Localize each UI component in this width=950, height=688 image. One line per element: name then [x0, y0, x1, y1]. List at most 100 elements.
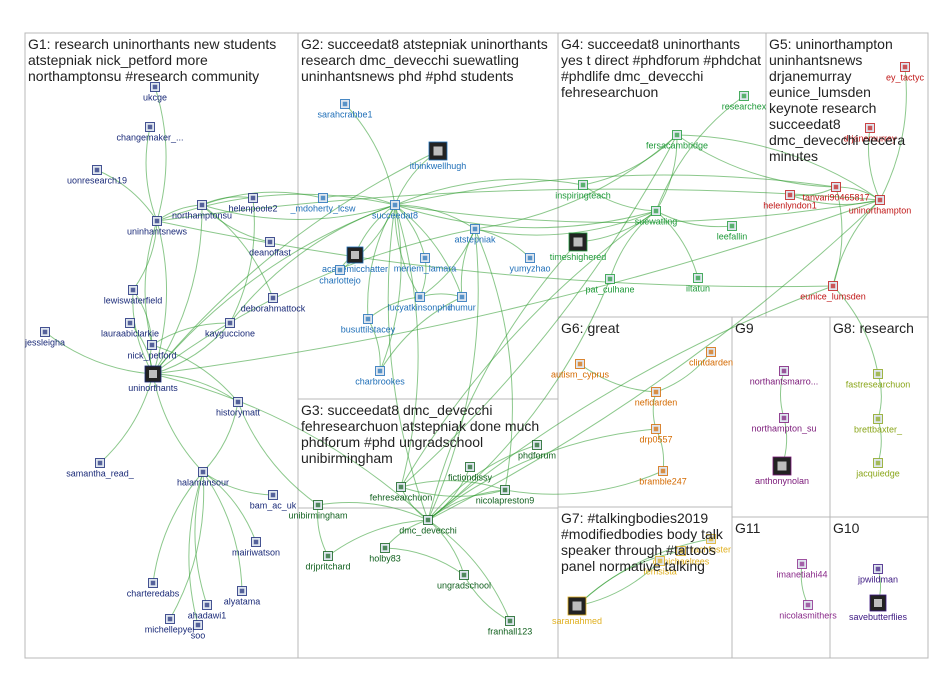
node-n22[interactable]: ahadawi1 — [188, 600, 227, 621]
node-n1[interactable]: ukcge — [143, 82, 167, 103]
node-n43[interactable]: dmc_devecchi — [399, 515, 457, 536]
node-n40[interactable]: fehresearchuon — [370, 482, 433, 503]
node-n77[interactable]: imanetiahi44 — [776, 559, 828, 580]
node-n6[interactable]: helenpoole2 — [228, 193, 278, 214]
node-n69[interactable]: femsista — [643, 556, 677, 577]
avatar-inner-icon — [167, 616, 173, 622]
node-n49[interactable]: fersacambridge — [646, 130, 708, 151]
node-n37[interactable]: charbrookes — [355, 366, 405, 387]
node-n78[interactable]: nicolasmithers — [779, 600, 837, 621]
node-n36[interactable]: busuttilstacey — [341, 314, 396, 335]
node-label: uninorthants — [128, 383, 178, 393]
avatar-inner-icon — [150, 580, 156, 586]
node-n29[interactable]: academicchatter — [322, 246, 388, 274]
node-n31[interactable]: meriem_lamara — [394, 253, 457, 274]
node-n38[interactable]: phdforum — [518, 440, 556, 461]
node-n65[interactable]: drp0557 — [639, 424, 673, 445]
node-n63[interactable]: clintdarden — [689, 347, 733, 368]
avatar-inner-icon — [94, 167, 100, 173]
node-n71[interactable]: northantsmarro... — [750, 366, 819, 387]
node-n50[interactable]: inspiringteach — [555, 180, 611, 201]
node-label: uninorthampton — [849, 206, 912, 216]
node-n34[interactable]: ihumur — [448, 292, 476, 313]
node-n54[interactable]: pat_culhane — [585, 274, 635, 295]
node-n33[interactable]: lucyatkinsonphd — [388, 292, 453, 313]
avatar-inner-icon — [320, 195, 326, 201]
node-n35[interactable]: yumyzhao — [509, 253, 551, 274]
node-label: nicolasmithers — [779, 611, 837, 621]
node-n64[interactable]: nefidarden — [635, 387, 678, 408]
node-n15[interactable]: historymatt — [216, 397, 261, 418]
avatar-inner-icon — [781, 368, 787, 374]
node-n72[interactable]: northampton_su — [751, 413, 817, 434]
node-n24[interactable]: soo — [191, 620, 206, 641]
node-n42[interactable]: unibirmingham — [288, 500, 348, 521]
node-n62[interactable]: autism_cyprus — [551, 359, 610, 380]
node-n48[interactable]: researchex — [722, 91, 767, 112]
node-n51[interactable]: suewatling — [635, 206, 678, 227]
node-n3[interactable]: uonresearch19 — [67, 165, 127, 186]
node-n4[interactable]: uninhantsnews — [127, 216, 188, 237]
node-n18[interactable]: bam_ac_uk — [250, 490, 297, 511]
node-n73[interactable]: anthonynolan — [755, 456, 809, 486]
node-label: ahadawi1 — [188, 611, 227, 621]
node-n13[interactable]: nick_petford — [127, 340, 177, 361]
node-n55[interactable]: iltatun — [686, 273, 710, 294]
node-label: charteredabs — [127, 589, 180, 599]
avatar-inner-icon — [235, 399, 241, 405]
node-n32[interactable]: atstepniak — [454, 224, 496, 245]
node-n28[interactable]: succeedat8 — [372, 200, 418, 221]
node-n58[interactable]: tanvari90465817 — [802, 182, 870, 203]
node-n25[interactable]: sarahcrabbe1 — [317, 99, 373, 120]
node-n21[interactable]: alyatama — [224, 586, 261, 607]
node-n79[interactable]: jpwildman — [857, 564, 898, 585]
node-n19[interactable]: mairiwatson — [232, 537, 280, 558]
node-n16[interactable]: samantha_read_ — [66, 458, 135, 479]
node-n11[interactable]: jessleigha — [24, 327, 65, 348]
node-n67[interactable]: rachfoster — [691, 534, 731, 555]
node-n8[interactable]: lewiswaterfield — [104, 285, 163, 306]
group-title-g11: G11 — [735, 520, 761, 536]
edge-n4-n1 — [154, 86, 167, 222]
node-n66[interactable]: bramble247 — [639, 466, 687, 487]
node-n47[interactable]: franhall123 — [488, 616, 533, 637]
edge-n43-n44 — [327, 519, 429, 557]
node-n75[interactable]: brettbaxter_ — [854, 414, 903, 435]
edge-n14-n15 — [152, 373, 239, 403]
node-n68[interactable]: drmichaelrees — [653, 546, 710, 567]
node-n2[interactable]: changemaker_... — [116, 122, 184, 143]
node-n57[interactable]: drjanemurray — [843, 123, 897, 144]
node-n9[interactable]: deborahmattock — [241, 293, 306, 314]
avatar-inner-icon — [902, 64, 908, 70]
node-n14[interactable]: uninorthants — [128, 365, 178, 393]
node-n41[interactable]: nicolapreston9 — [476, 485, 535, 506]
group-title-g2: G2: succeedat8 atstepniak uninorthants r… — [301, 36, 548, 84]
node-n12[interactable]: kayguccione — [205, 318, 255, 339]
node-n80[interactable]: savebutterflies — [849, 594, 908, 622]
node-n30[interactable]: charlottejo — [319, 265, 361, 286]
edge-n14-n60 — [152, 199, 881, 375]
node-n20[interactable]: charteredabs — [127, 578, 180, 599]
node-n17[interactable]: halamansour — [177, 467, 229, 488]
node-n39[interactable]: fictiondissy — [448, 462, 493, 483]
node-n60[interactable]: uninorthampton — [849, 195, 912, 216]
node-n56[interactable]: ey_tactyc — [886, 62, 925, 83]
node-n27[interactable]: _mdoherty_lcsw — [289, 193, 356, 214]
node-n7[interactable]: deanoffast — [249, 237, 291, 258]
node-n53[interactable]: timeshighered — [550, 232, 607, 262]
node-n74[interactable]: fastresearchuon — [846, 369, 911, 390]
avatar-inner-icon — [781, 415, 787, 421]
node-n44[interactable]: drjpritchard — [305, 551, 351, 572]
node-label: fictiondissy — [448, 473, 493, 483]
node-n52[interactable]: leefallin — [717, 221, 748, 242]
node-n61[interactable]: eunice_lumsden — [800, 281, 866, 302]
node-n26[interactable]: ithinkwellhugh — [410, 141, 467, 171]
node-n10[interactable]: lauraabiclarkie — [101, 318, 159, 339]
node-n46[interactable]: ungradschool — [437, 570, 491, 591]
node-n59[interactable]: helenlyndon1 — [763, 190, 817, 211]
node-n76[interactable]: jacquiedge — [855, 458, 900, 479]
node-n70[interactable]: saranahmed — [552, 596, 602, 626]
node-n5[interactable]: northamptonsu — [172, 200, 232, 221]
node-n23[interactable]: michellepyer — [145, 614, 196, 635]
node-n45[interactable]: holby83 — [369, 543, 401, 564]
